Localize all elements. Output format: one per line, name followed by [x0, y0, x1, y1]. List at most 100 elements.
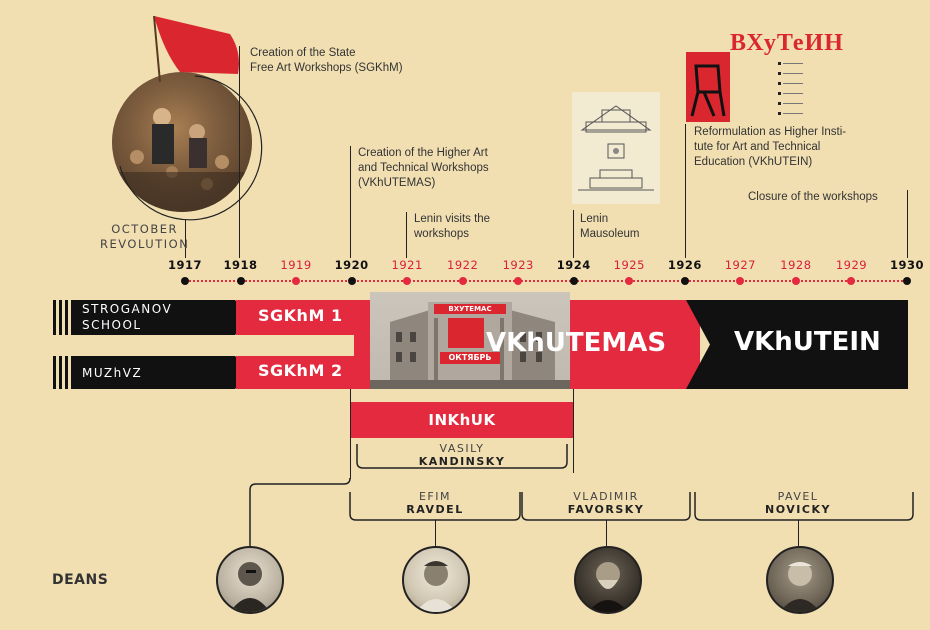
favorsky-portrait [574, 546, 642, 614]
sgkhm-line-2: Free Art Workshops (SGKhM) [250, 62, 403, 74]
timeline-dot-1921 [403, 277, 412, 285]
novicky-portrait [766, 546, 834, 614]
stroganov-bar [71, 300, 251, 335]
year-1925: 1925 [613, 258, 645, 272]
sgkhm-event-line [239, 46, 240, 258]
timeline-dotted-line [185, 280, 907, 282]
year-1923: 1923 [502, 258, 534, 272]
novicky-connector [798, 520, 799, 546]
ravdel-first-name: EFIM [418, 490, 451, 503]
marker-1924 [573, 389, 574, 473]
vkhutemas-line-3: (VKhUTEMAS) [358, 177, 436, 189]
kandinsky-portrait [216, 546, 284, 614]
timeline-dot-1927 [736, 277, 745, 285]
favorsky-first-name: VLADIMIR [573, 490, 639, 503]
vkhutein-reform-label: Reformulation as Higher Insti- tute for … [694, 125, 846, 170]
vkhutemas-label: VKhUTEMAS [486, 328, 667, 358]
october-line-1: OCTOBER [111, 222, 178, 236]
timeline-dot-1918 [236, 277, 245, 285]
timeline-dot-1930 [903, 277, 911, 285]
vkhutemas-building-photo: ВХУТЕМАС ОКТЯБРЬ [370, 292, 570, 389]
inkhuk-label: INKhUK [428, 411, 496, 429]
timeline-dot-1924 [569, 277, 578, 285]
logo-letter-column [778, 60, 806, 118]
october-revolution-painting [112, 72, 252, 212]
muzhvz-bar [71, 356, 251, 389]
sgkhm1-label: SGKhM 1 [258, 306, 343, 325]
vkhutein-line-1: Reformulation as Higher Insti- [694, 126, 847, 138]
timeline-dot-1928 [791, 277, 800, 285]
inkhuk-bar [350, 402, 574, 438]
october-line [185, 220, 186, 258]
closure-label: Closure of the workshops [748, 190, 878, 205]
stroganov-label: STROGANOV SCHOOL [82, 301, 172, 333]
kandinsky-bracket [356, 444, 568, 469]
year-1924: 1924 [556, 258, 591, 272]
dean-ravdel-name: EFIM RAVDEL [406, 490, 463, 516]
timeline-dot-1926 [680, 277, 689, 285]
vkhutemas-event-line [350, 146, 351, 258]
timeline-dot-1929 [847, 277, 856, 285]
dean-favorsky-name: VLADIMIR FAVORSKY [568, 490, 645, 516]
favorsky-connector [606, 520, 607, 546]
timeline-dot-1917 [181, 277, 189, 285]
year-1929: 1929 [835, 258, 868, 272]
mausoleum-line-2: Mausoleum [580, 228, 640, 240]
ravdel-connector [435, 520, 436, 546]
vkhutein-label: VKhUTEIN [734, 327, 881, 357]
lenin-visit-line [406, 212, 407, 258]
vkhutein-line-3: Education (VKhUTEIN) [694, 156, 813, 168]
stroganov-line-1: STROGANOV [82, 302, 173, 316]
october-line-2: REVOLUTION [100, 237, 190, 251]
muzhvz-ticks [53, 356, 73, 389]
october-revolution-label: OCTOBER REVOLUTION [100, 222, 190, 252]
timeline-dot-1919 [292, 277, 301, 285]
ravdel-last-name: RAVDEL [406, 503, 464, 516]
sgkhm-line-1: Creation of the State [250, 47, 356, 59]
vkhutemas-creation-label: Creation of the Higher Art and Technical… [358, 146, 489, 191]
timeline-dot-1925 [625, 277, 634, 285]
red-chair-block [686, 52, 730, 122]
red-flag-icon [153, 15, 239, 83]
novicky-first-name: PAVEL [777, 490, 819, 503]
lenin-visit-line-2: workshops [414, 228, 469, 240]
year-1919: 1919 [280, 258, 312, 272]
stroganov-line-2: SCHOOL [82, 318, 142, 332]
mausoleum-line [573, 210, 574, 258]
sgkhm1-bar [236, 300, 376, 335]
timeline-dot-1922 [458, 277, 467, 285]
timeline-dot-1920 [347, 277, 356, 285]
mausoleum-line-1: Lenin [580, 213, 609, 225]
year-1920: 1920 [334, 258, 369, 272]
mausoleum-label: Lenin Mausoleum [580, 212, 639, 242]
sgkhm-creation-label: Creation of the State Free Art Workshops… [250, 46, 403, 76]
vkhutein-line-2: tute for Art and Technical [694, 141, 821, 153]
vkhutein-bar [686, 300, 908, 389]
merge-notch [236, 335, 364, 356]
october-ring [119, 75, 263, 221]
building-sign-top: ВХУТЕМАС [448, 305, 492, 313]
year-1922: 1922 [447, 258, 479, 272]
novicky-bracket [694, 492, 914, 521]
kandinsky-first-name: VASILY [439, 442, 485, 455]
stroganov-ticks [53, 300, 73, 335]
kandinsky-connector [249, 478, 351, 546]
favorsky-last-name: FAVORSKY [567, 503, 645, 516]
ravdel-portrait [402, 546, 470, 614]
dean-novicky-name: PAVEL NOVICKY [765, 490, 831, 516]
lenin-visit-label: Lenin visits the workshops [414, 212, 490, 242]
lenin-visit-line-1: Lenin visits the [414, 213, 491, 225]
year-1921: 1921 [391, 258, 423, 272]
year-1927: 1927 [724, 258, 757, 272]
year-1918: 1918 [223, 258, 258, 272]
novicky-last-name: NOVICKY [765, 503, 831, 516]
building-sign-bottom: ОКТЯБРЬ [448, 353, 492, 362]
vkhutein-event-line [685, 124, 686, 258]
vkhutein-logo-poster: ВХуТеИН [686, 30, 843, 122]
year-1930: 1930 [889, 258, 925, 272]
closure-line-1: Closure of the workshops [748, 191, 878, 203]
lenin-mausoleum-drawing [572, 92, 660, 204]
vkhutemas-line-1: Creation of the Higher Art [358, 147, 488, 159]
vkhutemas-line-2: and Technical Workshops [358, 162, 489, 174]
closure-line [907, 190, 908, 258]
